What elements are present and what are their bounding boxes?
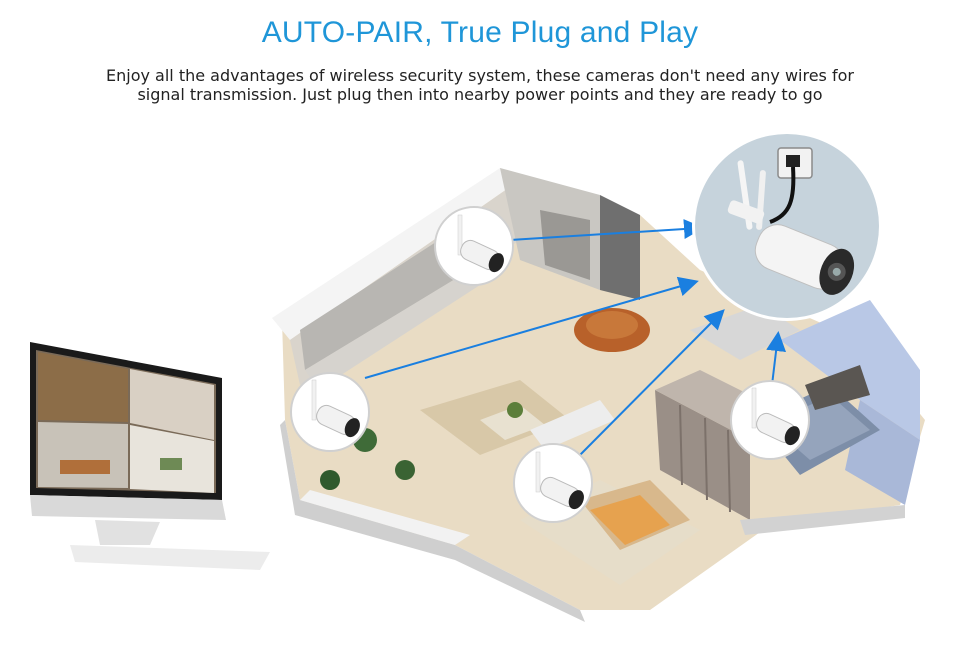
camera-bubble-living (290, 372, 370, 452)
camera-bubble-hallway (513, 443, 593, 523)
subtitle-line-2: signal transmission. Just plug then into… (137, 85, 823, 104)
monitor-icon (30, 342, 270, 570)
camera-icon (754, 224, 855, 295)
camera-bubble-bedroom (730, 380, 810, 460)
signal-arrows (364, 219, 787, 461)
page-subtitle: Enjoy all the advantages of wireless sec… (100, 66, 860, 104)
page-title: AUTO-PAIR, True Plug and Play (261, 16, 699, 49)
subtitle-line-1: Enjoy all the advantages of wireless sec… (106, 66, 854, 85)
camera-closeup-bubble (692, 131, 882, 321)
camera-bubble-kitchen (434, 206, 514, 286)
